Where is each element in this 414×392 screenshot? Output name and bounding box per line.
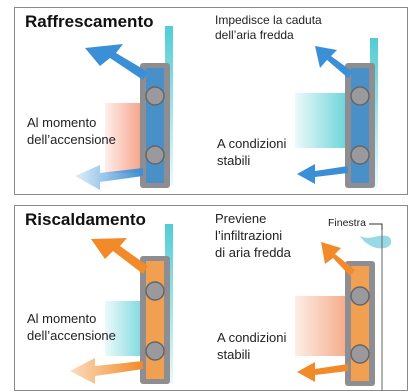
caption-line: Al momento [27,311,97,326]
caption-line: dell’accensione [27,328,116,343]
heating-stable-caption: A condizioni stabili [217,329,286,363]
window-label: Finestra [328,217,366,229]
heating-panel: Riscaldamento [14,205,408,391]
window-cold-air [360,235,392,249]
caption-line: dell’aria fredda [215,28,294,42]
warm-arrow-bottom-2 [297,362,348,382]
warm-arrow-up [321,242,355,276]
heating-startup-caption: Al momento dell’accensione [27,310,116,344]
caption-line: A condizioni [217,330,287,345]
caption-line: stabili [217,347,251,362]
unit-panel-2 [351,68,369,183]
heating-title: Riscaldamento [25,210,146,229]
unit-panel [146,68,164,183]
cooling-stable-unit [295,38,378,188]
fan-bottom-4 [350,344,370,364]
fan-bottom [145,145,165,165]
cool-arrow-bottom [75,165,143,190]
fan-top [145,86,165,106]
warm-arrow-bottom [70,358,143,384]
fan-bottom-2 [350,145,370,165]
fan-top-4 [350,286,370,306]
caption-line: A condizioni [217,136,287,151]
heating-startup-unit [70,224,173,384]
caption-line: di aria fredda [215,245,291,260]
cooling-title: Raffrescamento [25,12,154,31]
caption-line: Al momento [27,115,97,130]
heating-stable-unit [295,226,392,391]
cool-zone [295,93,350,148]
window-label-leader [369,223,383,230]
cooling-panel: Raffrescamento [14,7,408,195]
caption-line: stabili [217,153,251,168]
cooling-startup-caption: Al momento dell’accensione [27,114,116,148]
caption-line: dell’accensione [27,132,116,147]
cool-arrow-top [85,44,148,80]
caption-line: Previene [215,211,267,226]
warm-arrow-top [91,238,148,274]
warm-zone-2 [295,296,350,356]
fan-top-2 [350,86,370,106]
caption-line: Impedisce la caduta [215,13,322,27]
leader-line [369,223,383,230]
cool-arrow-up [315,46,353,78]
caption-line: l’infiltrazioni [215,228,283,243]
cooling-startup-unit [75,26,173,190]
fan-bottom-3 [145,341,165,361]
cooling-stable-caption: A condizioni stabili [217,135,286,169]
cooling-top-caption: Impedisce la caduta dell’aria fredda [215,13,322,43]
heating-top-caption: Previene l’infiltrazioni di aria fredda [215,210,291,261]
cool-arrow-bottom-2 [297,164,348,184]
fan-top-3 [145,281,165,301]
cooling-illustration [75,26,378,190]
heating-illustration [70,224,392,391]
